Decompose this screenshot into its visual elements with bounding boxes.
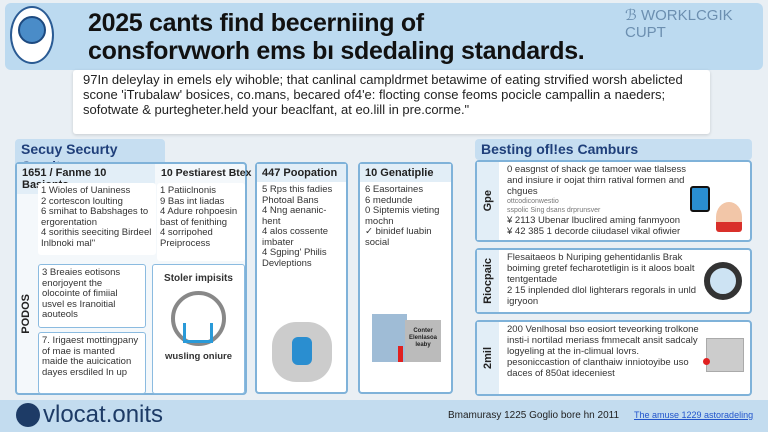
brand-name: WORKLCGIK CUPT <box>625 7 733 41</box>
card-label: Conter Elenlasoa leaby <box>405 320 441 362</box>
card-text: 0 easgnst of shack ge tamoer wae tlalses… <box>507 164 687 197</box>
box2-header: 10 Pestiarest Btex <box>161 167 252 179</box>
card-item: ¥ 2113 Ubenar lbuclired aming fanmyoon <box>507 215 681 226</box>
list-box-1: 1 Wioles of Uaniness 2 cortescon loultin… <box>38 183 156 255</box>
list-item: 4 sorithis seeciting Birdeel Inlbnoki ma… <box>41 227 152 249</box>
list-item: 1 Wioles of Uaniness <box>41 185 131 196</box>
list-item: 6 Easortaines <box>365 184 424 195</box>
right-section-label: Besting ofl!es Camburs <box>475 139 752 160</box>
card-text: 2 15 inplended dlol lighterars regorals … <box>507 285 697 307</box>
image-box-caption: wusling oniure <box>164 350 233 362</box>
list-item: 4 sorripohed Preiprocess <box>160 227 213 249</box>
person-illustration-icon <box>272 322 332 382</box>
card-side-label: 2mil <box>482 346 494 369</box>
chairs-illustration-icon <box>171 290 226 346</box>
page-title: 2025 cants find becerniing of consforvwo… <box>88 9 585 65</box>
image-box: Stoler impisits wusling oniure <box>152 264 245 394</box>
footer-text: Bmamurasy 1225 Goglio bore hn 2011 <box>448 410 620 421</box>
tablet-icon <box>690 186 710 212</box>
card-item: ¥ 42 385 1 decorde ciiudasel vikal ofiwi… <box>507 226 681 237</box>
tire-icon <box>704 262 742 300</box>
arrow-up-icon <box>398 346 403 362</box>
card-side-label: Gpe <box>482 190 494 212</box>
card-text: Flesaitaeos b Nuriping gehentidanlis Bra… <box>507 252 695 285</box>
column-3-header: 447 Poopation <box>257 164 346 182</box>
red-dot-icon <box>703 358 710 365</box>
text-box-4: 7. Irigaest mottingpany of mae is manted… <box>38 332 146 394</box>
info-card-3: 2mil 200 Venlhosal bso eosiort teveorkin… <box>475 320 752 396</box>
title-line-2: consforvworh ems bı sdedaling standards. <box>88 37 585 65</box>
footer-link[interactable]: The amuse 1229 astoradeling <box>634 410 754 420</box>
footer-logo-text: vlocat.onits <box>43 401 164 428</box>
column-4-header: 10 Genatiplie <box>360 164 451 182</box>
image-box-title: Stoler impisits <box>164 273 233 284</box>
side-label: PODOS <box>20 294 32 334</box>
seal-logo-icon <box>10 6 54 64</box>
card-side-label: Riocpaic <box>482 258 494 304</box>
column-4-panel: 10 Genatiplie 6 Easortaines 6 medunde 0 … <box>358 162 453 394</box>
list-box-2: 1 Patiiclnonis 9 Bas int liadas 4 Adure … <box>157 183 245 261</box>
card-small-text: sspolic Sing dsans drprunsver <box>507 207 601 214</box>
list-item: 6 medunde <box>365 194 413 206</box>
list-item: 4 Adure rohpoesin bast of fenithing <box>160 206 238 228</box>
title-line-1: 2025 cants find becerniing of <box>88 9 424 37</box>
text-box-3: 3 Breaies eotisons enorjoyent the olocoi… <box>38 264 146 328</box>
list-item: 4 Sgping' Philis Devleptions <box>262 247 327 269</box>
info-card-1: Gpe 0 easgnst of shack ge tamoer wae tla… <box>475 160 752 242</box>
list-item: Photoal Bans <box>262 194 319 206</box>
list-item: 9 Bas int liadas <box>160 195 225 207</box>
card-text: pesoniccastion of clanthaiw inniotoyibe … <box>507 357 689 379</box>
list-item: 5 Rps this fadies <box>262 184 333 195</box>
list-item: 6 smihat to Babshages to ergorentation <box>41 206 149 228</box>
list-item: 2 cortescon loulting <box>41 195 123 207</box>
list-item: 4 Nng aenanic-hent <box>262 205 327 227</box>
person-icon <box>716 202 742 232</box>
brand-icon: ℬ <box>625 7 637 24</box>
info-card-2: Riocpaic Flesaitaeos b Nuriping gehentid… <box>475 248 752 314</box>
brand-logo: ℬ WORKLCGIK CUPT <box>625 6 768 41</box>
intro-text: 97In deleylay in emels ely wihoble; that… <box>73 70 710 134</box>
footer-logo-icon <box>16 403 40 427</box>
list-item: 1 Patiiclnonis <box>160 185 216 196</box>
list-item: ✓ binidef luabin social <box>365 226 432 248</box>
card-text: 200 Venlhosal bso eosiort teveorking tro… <box>507 324 699 357</box>
footer: vlocat.onits Bmamurasy 1225 Goglio bore … <box>0 400 768 432</box>
header-banner <box>5 3 763 70</box>
id-card-icon <box>706 338 744 372</box>
card-small-text: ottcodiconwestio <box>507 198 559 205</box>
list-item: 0 Siptemis vieting mochn <box>365 205 440 227</box>
column-3-panel: 447 Poopation 5 Rps this fadies Photoal … <box>255 162 348 394</box>
list-item: 4 alos cossente imbater <box>262 226 329 248</box>
